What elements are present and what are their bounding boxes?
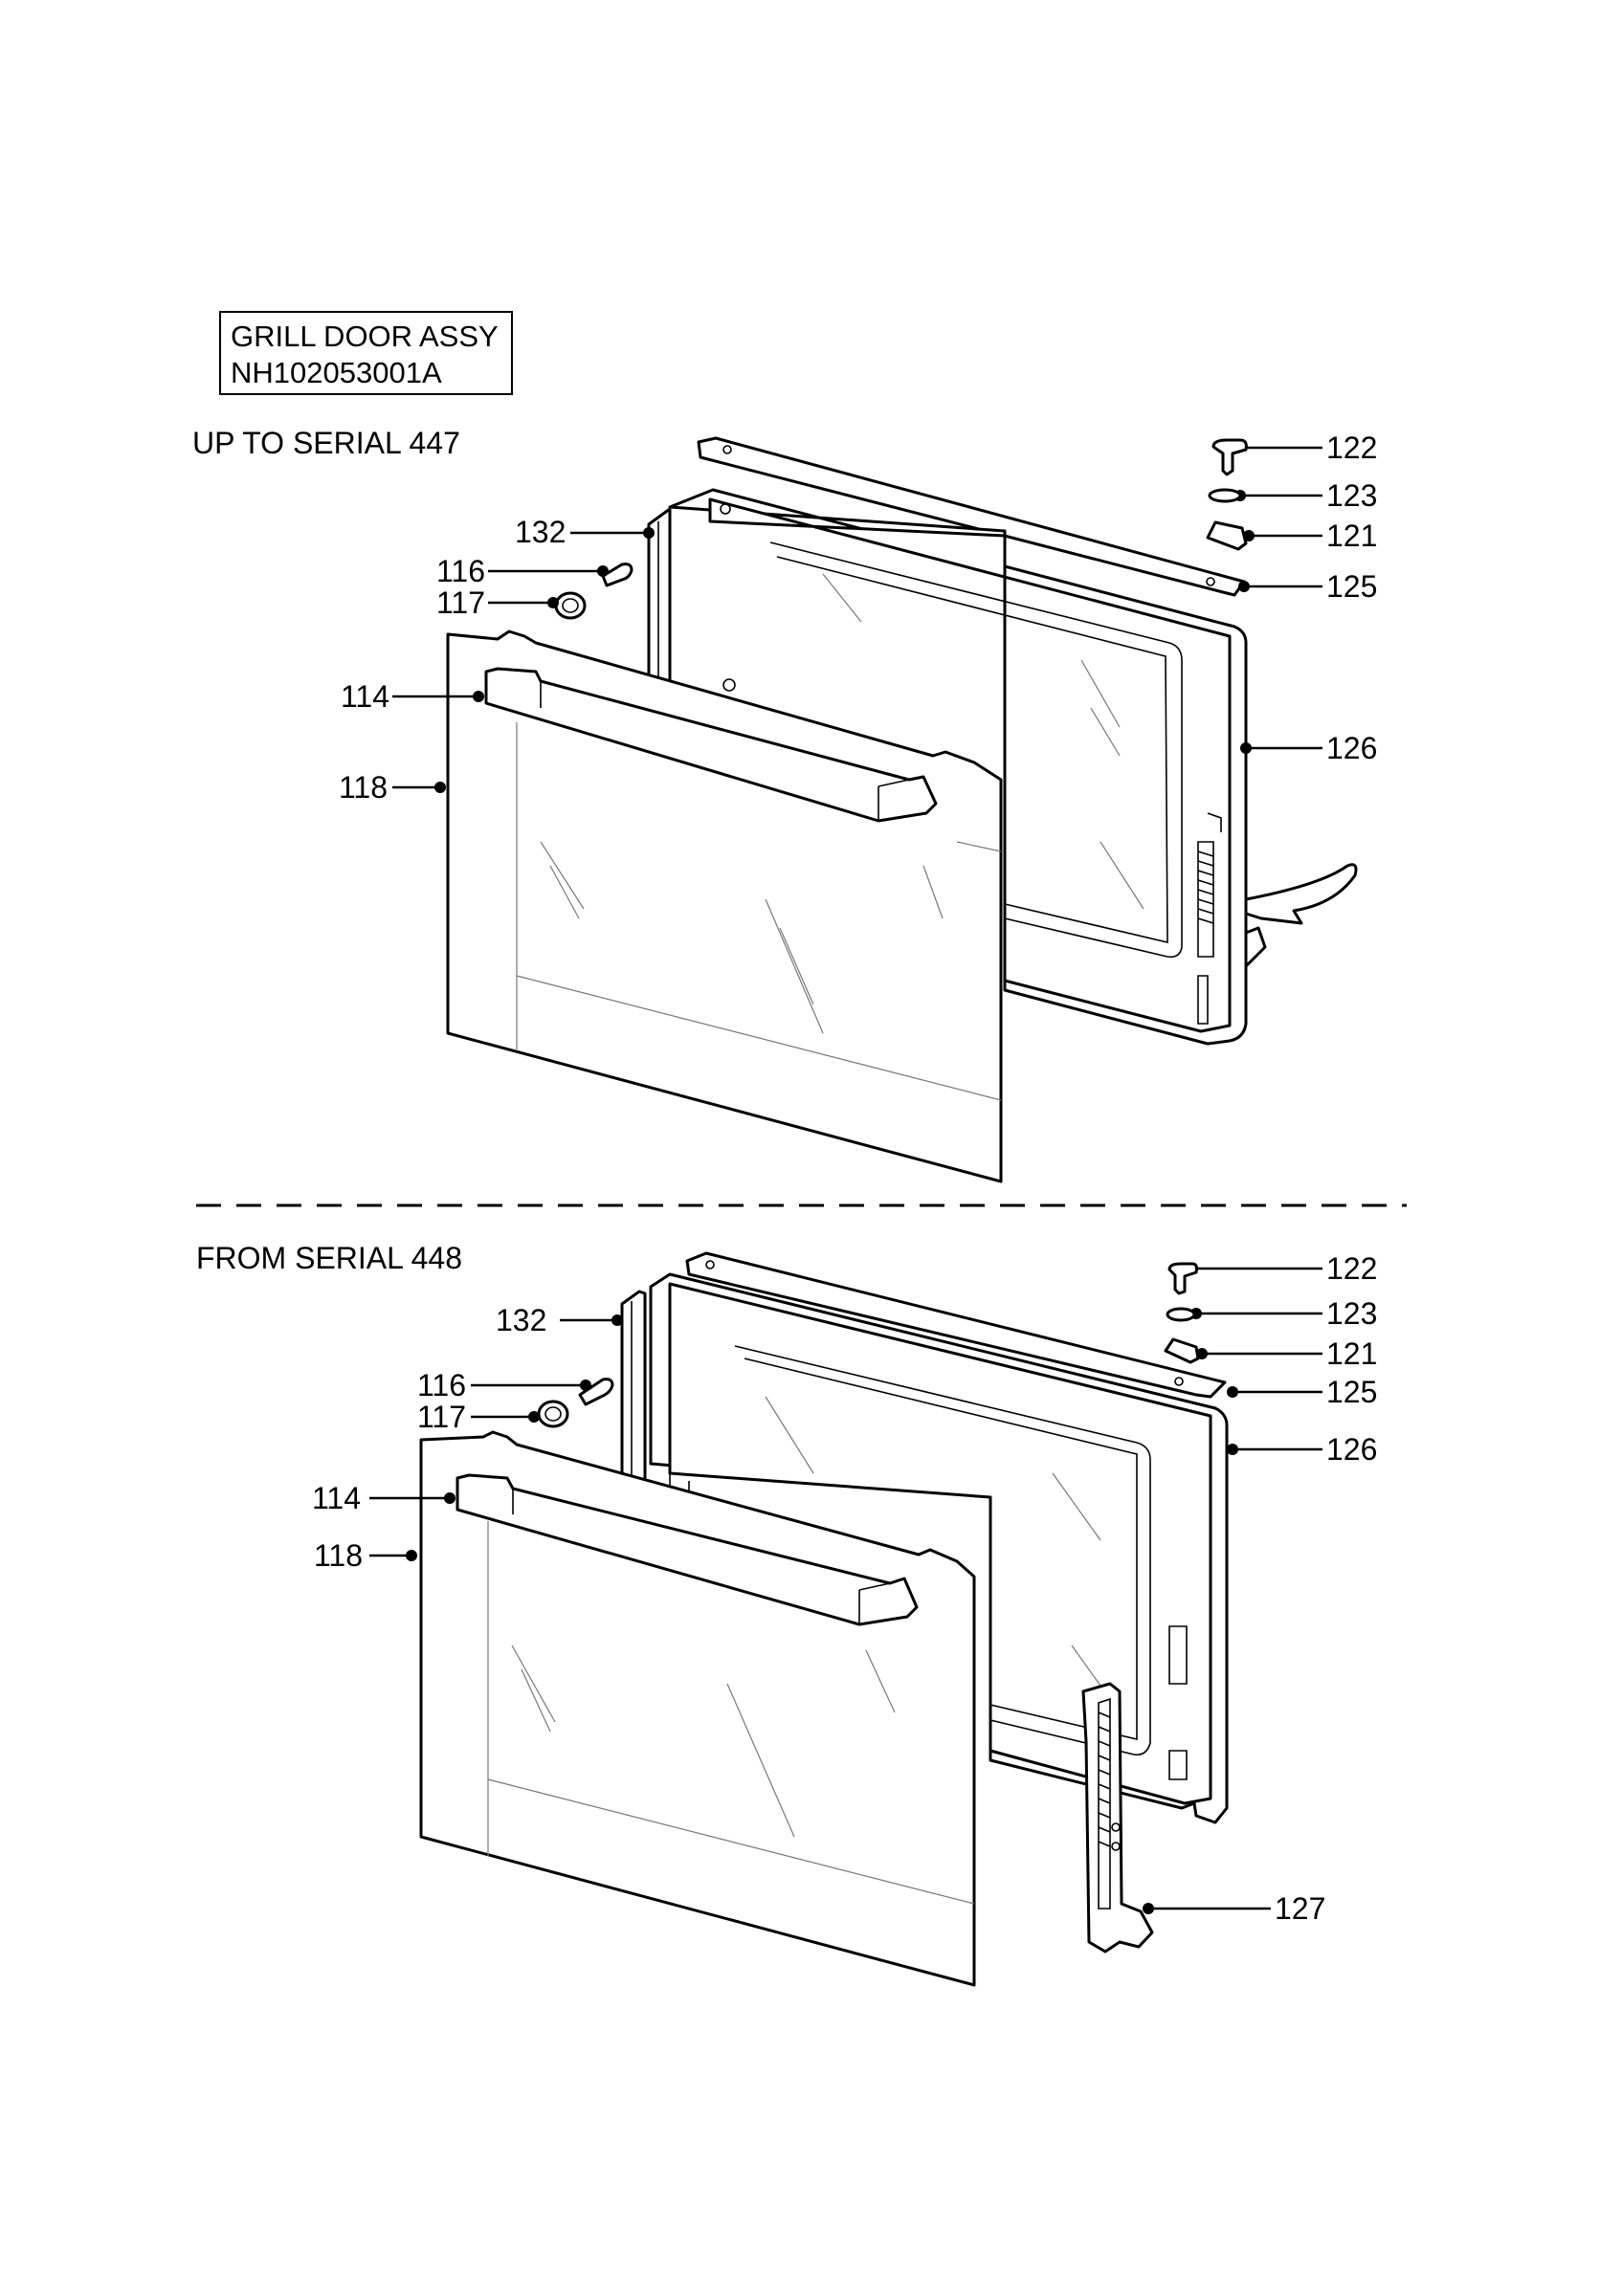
- callout-label: 114: [312, 1481, 361, 1515]
- upper-assembly: 122 123 121 125 126 132 116 117: [339, 430, 1377, 1183]
- hinge-spring: [1098, 1697, 1111, 1910]
- screw-116: [578, 1378, 614, 1406]
- glass-reflection: [822, 573, 1144, 910]
- section-label-upper: UP TO SERIAL 447: [192, 426, 460, 460]
- door-handle: [455, 1473, 919, 1626]
- callout-label: 126: [1326, 1432, 1377, 1467]
- inner-glass-outline-2: [776, 556, 1168, 944]
- upper-callouts: 122 123 121 125 126 132 116 117: [339, 430, 1377, 805]
- outer-glass-reflection: [511, 1645, 896, 1838]
- screw-122: [1211, 438, 1248, 476]
- callout-label: 114: [341, 679, 389, 714]
- callout-label: 132: [496, 1303, 546, 1337]
- lower-callouts: 122 123 121 125 126 132 116 117: [312, 1251, 1377, 1926]
- hinge-spring: [1197, 841, 1214, 958]
- grommet-117: [554, 591, 587, 620]
- callout-label: 125: [1326, 1375, 1377, 1409]
- frame-hole: [720, 503, 731, 515]
- callout-label: 116: [436, 554, 485, 588]
- callout-label: 125: [1326, 569, 1377, 604]
- assembly-title-box: GRILL DOOR ASSY NH102053001A: [219, 311, 513, 395]
- grommet-117: [537, 1400, 569, 1428]
- hinge-bracket: [1197, 812, 1222, 1025]
- clip-121: [1164, 1337, 1200, 1364]
- callout-label: 132: [515, 515, 566, 549]
- callout-label: 123: [1326, 1296, 1377, 1331]
- hinge-127: [1081, 1682, 1154, 1954]
- top-trim-strip: [685, 1251, 1227, 1399]
- assembly-part-number: NH102053001A: [231, 356, 442, 389]
- strip-hole: [722, 445, 732, 454]
- callout-label: 118: [339, 770, 388, 805]
- callout-label: 118: [314, 1538, 363, 1573]
- inner-glass-outline: [734, 1345, 1151, 1756]
- outer-glass-reflection: [540, 841, 944, 1034]
- callout-label: 122: [1326, 430, 1377, 465]
- callout-label: 116: [417, 1368, 466, 1402]
- door-handle: [484, 667, 938, 823]
- frame-hole: [722, 678, 736, 692]
- screw-116: [601, 563, 633, 587]
- screw-122: [1167, 1262, 1198, 1295]
- callout-label: 127: [1275, 1891, 1325, 1926]
- clip-121: [1206, 520, 1248, 551]
- washer-123: [1166, 1307, 1196, 1322]
- assembly-title: GRILL DOOR ASSY: [231, 320, 499, 353]
- callout-label: 123: [1326, 478, 1377, 513]
- frame-details: [669, 1473, 1188, 1780]
- side-seal-strip: [620, 1290, 647, 1487]
- hinge-hook: [1244, 926, 1267, 968]
- top-trim-strip: [697, 436, 1246, 597]
- callout-label: 122: [1326, 1251, 1377, 1286]
- callout-label: 117: [436, 585, 485, 620]
- section-label-lower: FROM SERIAL 448: [196, 1241, 463, 1275]
- washer-123: [1208, 488, 1242, 503]
- hinge-arm: [1244, 863, 1358, 925]
- callout-label: 121: [1326, 519, 1377, 553]
- outer-panel-inner-lines: [516, 722, 1002, 1101]
- strip-hole: [1206, 577, 1215, 586]
- lower-assembly: 122 123 121 125 126 132 116 117: [312, 1251, 1377, 1987]
- handle-edges: [540, 681, 910, 821]
- callout-label: 126: [1326, 731, 1377, 765]
- callout-label: 117: [417, 1400, 466, 1434]
- inner-door-panel: [708, 497, 1232, 1033]
- outer-panel-inner-lines: [487, 1521, 975, 1905]
- inner-glass-outline: [769, 541, 1183, 959]
- callout-label: 121: [1326, 1336, 1377, 1371]
